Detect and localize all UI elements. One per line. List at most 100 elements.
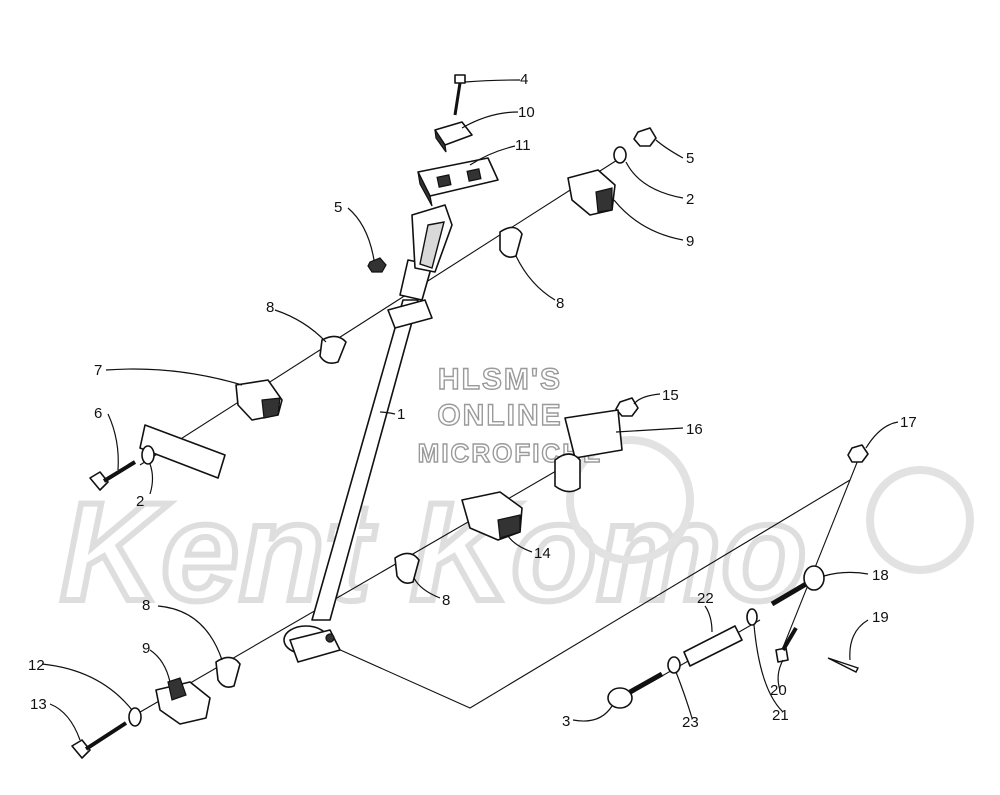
callout-13: 13 xyxy=(30,696,47,713)
stud-bolt xyxy=(775,626,798,663)
handlebar-cap xyxy=(434,121,473,153)
steering-post-shaft xyxy=(311,299,419,621)
callout-18: 18 xyxy=(872,567,889,584)
leader-13 xyxy=(49,703,81,741)
tie-rod-axis xyxy=(317,479,851,709)
bolt-left xyxy=(89,460,137,491)
leader-14 xyxy=(507,535,533,553)
handlebar-cap-side xyxy=(434,129,447,153)
nut-right xyxy=(633,127,657,147)
leader-8d xyxy=(157,605,223,661)
callout-8-upper: 8 xyxy=(556,295,564,312)
callout-5-right: 5 xyxy=(686,150,694,167)
tie-rod-end xyxy=(770,565,825,607)
bushing-upper xyxy=(499,226,523,258)
callouts: 4 10 11 5 5 2 9 8 8 7 1 6 2 15 16 17 14 … xyxy=(28,71,917,731)
callout-9-upper: 9 xyxy=(686,233,694,250)
washer-right xyxy=(613,146,627,164)
callout-15: 15 xyxy=(662,387,679,404)
callout-9-lower: 9 xyxy=(142,640,150,657)
leader-5a xyxy=(347,207,375,261)
steering-post-flange xyxy=(387,299,433,329)
steering-post-head-shade xyxy=(419,221,445,269)
clamp-upper-right-shade xyxy=(595,187,613,213)
clamp-upper-right xyxy=(567,169,616,216)
watermark-wheel-front xyxy=(566,436,694,564)
callout-7: 7 xyxy=(94,362,102,379)
leader-20 xyxy=(777,659,784,691)
handlebar-block-top xyxy=(417,157,499,197)
leader-23 xyxy=(675,671,693,719)
nut-plate xyxy=(615,397,639,417)
callout-6: 6 xyxy=(94,405,102,422)
clamp-block-shade xyxy=(261,397,281,419)
watermark-wheel-rear xyxy=(866,466,974,574)
leader-9b xyxy=(149,649,171,683)
stud-bolt-shank xyxy=(781,626,798,652)
leader-10 xyxy=(461,111,519,129)
leader-2a xyxy=(625,161,684,199)
top-bolt xyxy=(453,74,466,116)
callout-16: 16 xyxy=(686,421,703,438)
leader-1 xyxy=(379,411,396,415)
parts xyxy=(71,74,869,759)
bushing-lower-center xyxy=(394,552,420,584)
leader-16 xyxy=(615,427,684,433)
leader-4 xyxy=(464,79,521,83)
steering-post-pin xyxy=(325,633,335,643)
cotter-pin xyxy=(827,657,859,673)
washer-bottom xyxy=(128,707,142,727)
callout-17: 17 xyxy=(900,414,917,431)
bolt-left-head xyxy=(89,471,109,491)
clamp-bottom-left xyxy=(155,677,211,725)
leader-22 xyxy=(704,605,713,633)
bolt-bottom xyxy=(71,721,128,759)
bolt-left-shank xyxy=(102,460,137,483)
leader-12 xyxy=(41,663,133,711)
washer-left xyxy=(141,445,155,465)
callout-23: 23 xyxy=(682,714,699,731)
top-bolt-shank xyxy=(453,82,462,116)
leader-2b xyxy=(149,463,154,495)
callout-4: 4 xyxy=(520,71,528,88)
callout-11: 11 xyxy=(515,137,531,154)
watermark: Kent Komo HLSM'S ONLINE MICROFICHE xyxy=(57,362,974,633)
tie-rod-end-left-eye xyxy=(607,687,633,709)
leader-9a xyxy=(613,199,684,241)
leader-21 xyxy=(753,624,784,713)
leader-17 xyxy=(865,421,899,449)
handlebar-block-slot-right xyxy=(466,168,482,182)
leader-8c xyxy=(413,577,441,599)
callout-10: 10 xyxy=(518,104,535,121)
nut-tie-rod-end xyxy=(847,444,869,463)
clamp-lower xyxy=(461,491,523,541)
watermark-brand: Kent Komo xyxy=(60,473,807,630)
bolt-bottom-head xyxy=(71,739,91,759)
top-bolt-head xyxy=(454,74,466,84)
clamp-bottom-left-ear xyxy=(167,677,187,701)
callout-20: 20 xyxy=(770,682,787,699)
jam-nut-left xyxy=(667,656,681,674)
leader-3 xyxy=(572,705,613,722)
leader-6 xyxy=(107,413,119,471)
leader-5b xyxy=(655,139,684,159)
callout-1: 1 xyxy=(397,406,405,423)
tie-rod-end-left xyxy=(607,671,664,709)
clamp-lower-shade xyxy=(497,514,521,539)
tie-rod-end-eye xyxy=(803,565,825,591)
mounting-bracket xyxy=(139,424,226,479)
tie-rod-end-axis xyxy=(781,459,859,651)
handlebar-block-side xyxy=(417,171,433,207)
handlebar-block xyxy=(417,157,499,207)
bolt-bottom-shank xyxy=(84,721,128,751)
steering-post xyxy=(283,204,453,663)
upper-assembly-axis xyxy=(139,154,626,466)
link-plate xyxy=(554,453,581,493)
leader-8b xyxy=(515,255,556,301)
watermark-line-1: HLSM'S xyxy=(438,363,562,396)
callout-19: 19 xyxy=(872,609,889,626)
callout-8-lower: 8 xyxy=(142,597,150,614)
handlebar-block-slot-left xyxy=(436,174,452,188)
watermark-line-2: ONLINE xyxy=(437,399,562,432)
